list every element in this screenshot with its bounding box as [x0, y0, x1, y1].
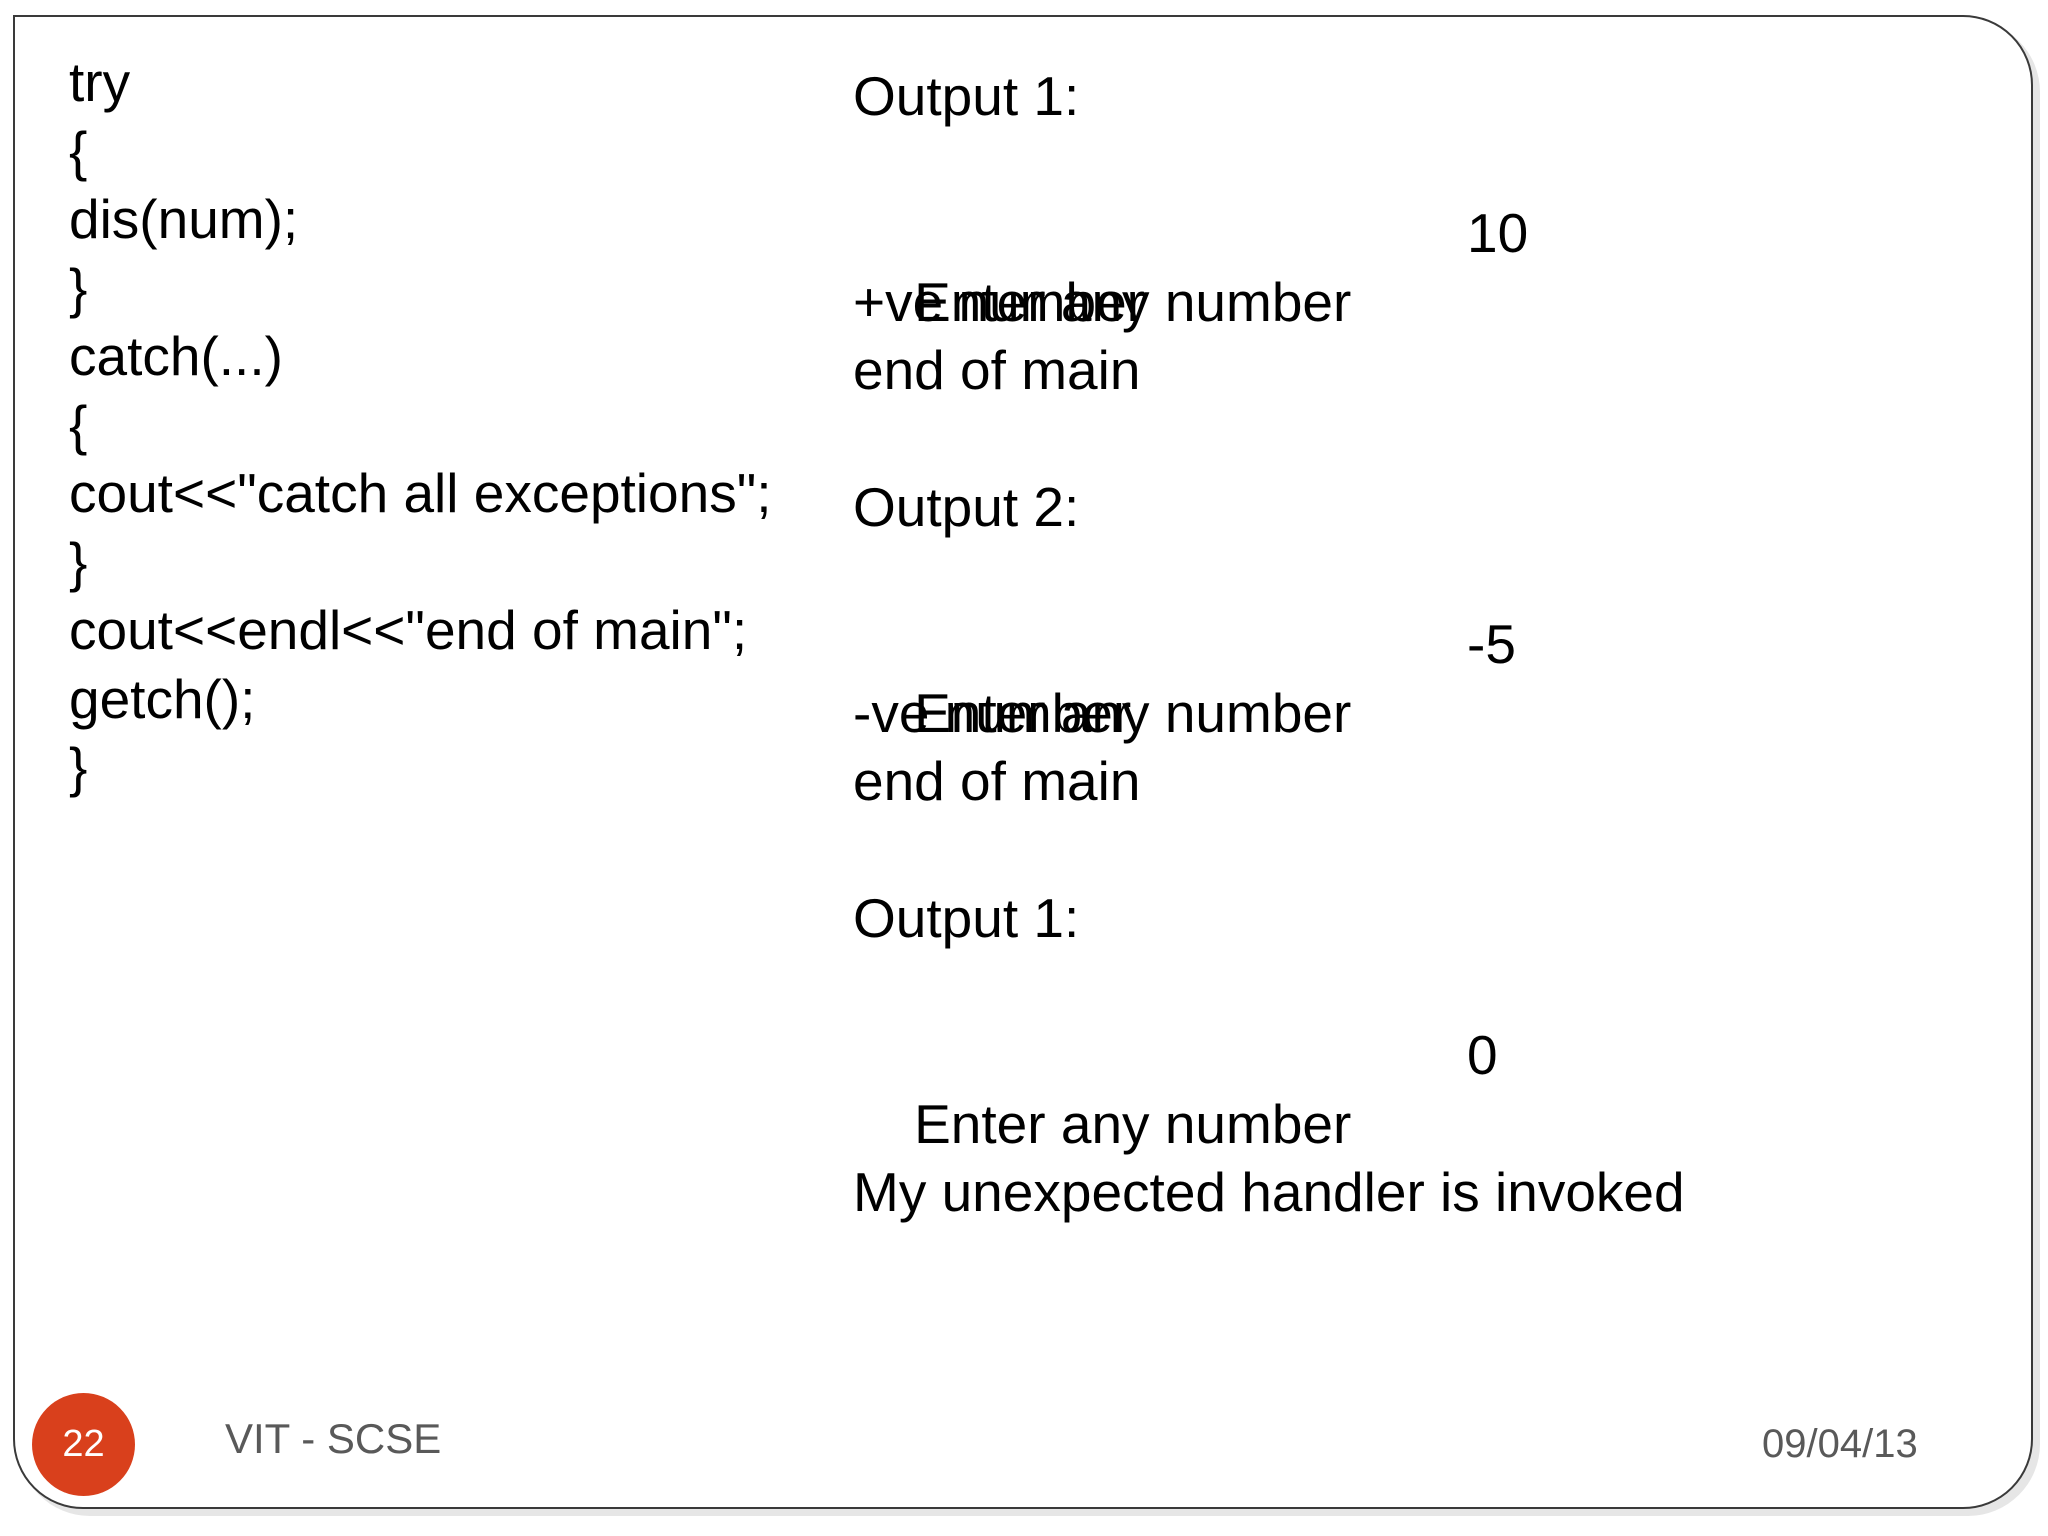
output-1-prompt-line: Enter any number 10	[853, 199, 1953, 333]
output-1-heading: Output 1:	[853, 65, 1080, 127]
code-line: catch(...)	[69, 325, 283, 387]
output-3-input: 0	[1467, 1024, 1498, 1086]
blank-line	[853, 816, 1953, 885]
blank-line	[853, 405, 1953, 474]
blank-line	[853, 542, 1953, 611]
output-1-end: end of main	[853, 339, 1141, 401]
slide-frame	[13, 15, 2033, 1509]
output-2-result: -ve number	[853, 681, 1132, 744]
output-2-end: end of main	[853, 750, 1141, 812]
output-block: Output 1: Enter any number 10 +ve number…	[853, 62, 1953, 1227]
output-3-prompt: Enter any number	[914, 1092, 1352, 1155]
output-1-input: 10	[1467, 202, 1529, 264]
output-3-heading: Output 1:	[853, 887, 1080, 949]
blank-line	[853, 131, 1953, 200]
code-line: try	[69, 51, 131, 113]
code-line: {	[69, 393, 88, 456]
output-2-prompt: Enter any number	[914, 681, 1352, 744]
code-line: }	[69, 530, 88, 593]
output-1-prompt: Enter any number	[914, 270, 1352, 333]
code-block: try { dis(num); } catch(...) { cout<<"ca…	[69, 48, 829, 802]
slide-number-badge: 22	[32, 1393, 135, 1496]
code-line: cout<<endl<<"end of main";	[69, 599, 748, 661]
blank-line	[853, 953, 1953, 1022]
code-line: }	[69, 736, 88, 798]
code-line: }	[69, 256, 88, 319]
code-line: getch();	[69, 667, 256, 730]
code-line: dis(num);	[69, 188, 299, 250]
blank-line	[853, 1090, 1953, 1159]
code-line: {	[69, 119, 88, 182]
code-line: cout<<"catch all exceptions";	[69, 462, 772, 524]
output-1-result: +ve number	[853, 270, 1145, 333]
output-3-prompt-line: Enter any number 0	[853, 1021, 1953, 1155]
output-2-prompt-line: Enter any number -5	[853, 610, 1953, 744]
output-3-result: My unexpected handler is invoked	[853, 1161, 1685, 1223]
output-2-heading: Output 2:	[853, 476, 1080, 538]
footer-date: 09/04/13	[1762, 1422, 1918, 1466]
footer-organization: VIT - SCSE	[225, 1415, 442, 1462]
output-2-input: -5	[1467, 613, 1516, 675]
